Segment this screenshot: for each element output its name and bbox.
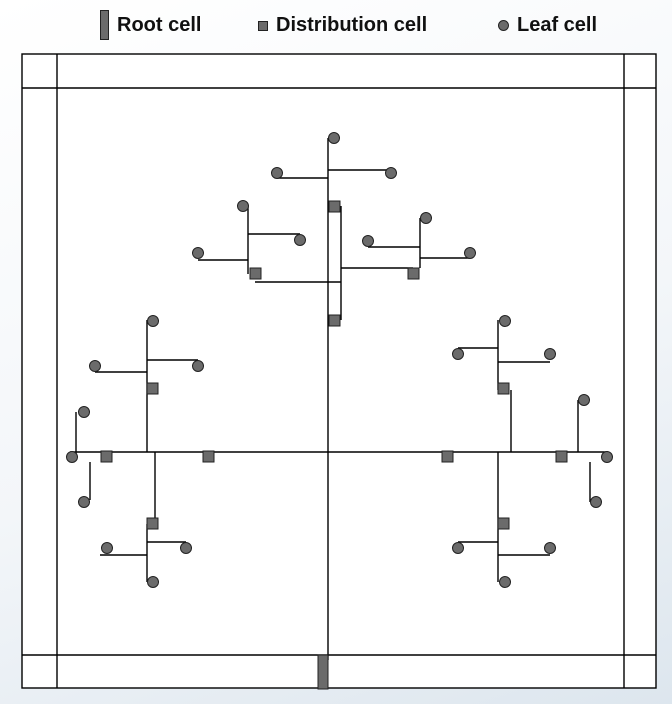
- leaf-cell: [271, 167, 283, 179]
- distribution-cell: [249, 267, 262, 280]
- distribution-cell: [146, 517, 159, 530]
- leaf-cell: [89, 360, 101, 372]
- distribution-cells: [100, 200, 568, 530]
- distribution-cell-symbol-icon: [258, 20, 268, 31]
- leaf-cell: [385, 167, 397, 179]
- distribution-cell: [328, 314, 341, 327]
- leaf-cell: [192, 360, 204, 372]
- legend-root: Root cell: [100, 10, 201, 40]
- leaf-cell: [180, 542, 192, 554]
- leaf-cell: [101, 542, 113, 554]
- leaf-cell: [544, 348, 556, 360]
- legend-root-label: Root cell: [117, 13, 202, 36]
- leaf-cell: [420, 212, 432, 224]
- legend-leaf-label: Leaf cell: [517, 14, 598, 36]
- legend-distribution: Distribution cell: [258, 14, 427, 37]
- distribution-cell: [146, 382, 159, 395]
- leaf-cell: [66, 451, 78, 463]
- leaf-cell: [78, 496, 90, 508]
- leaf-cell: [192, 247, 204, 259]
- distribution-cell: [100, 450, 113, 463]
- leaf-cell: [362, 235, 374, 247]
- leaf-cell: [499, 315, 511, 327]
- leaf-cell: [464, 247, 476, 259]
- leaf-cell: [328, 132, 340, 144]
- distribution-cell: [555, 450, 568, 463]
- legend: Root cell Distribution cell Leaf cell: [0, 0, 672, 50]
- legend-leaf: Leaf cell: [498, 14, 597, 37]
- leaf-cell: [590, 496, 602, 508]
- distribution-cell: [441, 450, 454, 463]
- leaf-cell: [78, 406, 90, 418]
- distribution-cell: [328, 200, 341, 213]
- leaf-cell: [237, 200, 249, 212]
- leaf-cell: [147, 576, 159, 588]
- clock-wires: [70, 138, 608, 660]
- distribution-cell: [202, 450, 215, 463]
- leaf-cell: [147, 315, 159, 327]
- distribution-cell: [497, 517, 510, 530]
- leaf-cells: [66, 132, 613, 588]
- root-cell-symbol-icon: [100, 10, 109, 40]
- leaf-cell-symbol-icon: [498, 20, 509, 31]
- leaf-cell: [294, 234, 306, 246]
- distribution-cell: [497, 382, 510, 395]
- leaf-cell: [499, 576, 511, 588]
- leaf-cell: [452, 542, 464, 554]
- distribution-cell: [407, 267, 420, 280]
- chip-frame: [21, 53, 657, 689]
- leaf-cell: [578, 394, 590, 406]
- legend-distribution-label: Distribution cell: [276, 14, 428, 36]
- root-cell: [317, 654, 329, 690]
- leaf-cell: [544, 542, 556, 554]
- leaf-cell: [452, 348, 464, 360]
- leaf-cell: [601, 451, 613, 463]
